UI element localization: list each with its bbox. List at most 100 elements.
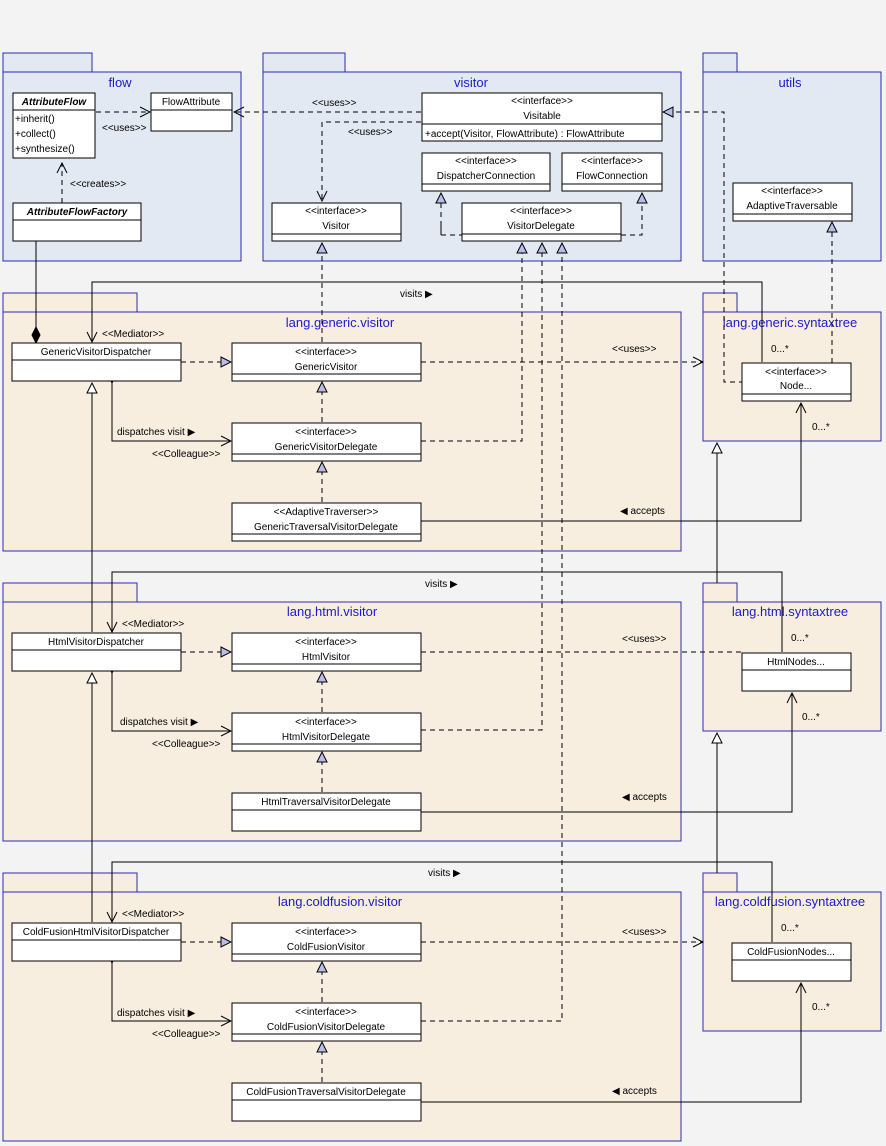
label-dispatches-visit-html: dispatches visit ▶ [120, 717, 199, 728]
visitable-name: Visitable [523, 111, 561, 122]
cf-visitor-stereotype: <<interface>> [295, 927, 357, 938]
flow-connection-name: FlowConnection [576, 171, 648, 182]
label-uses-visitable-visitor: <<uses>> [348, 127, 393, 138]
label-uses-attributeflow: <<uses>> [102, 123, 147, 134]
generic-dispatcher-name: GenericVisitorDispatcher [41, 347, 152, 358]
connector-labels: <<uses>> <<creates>> <<uses>> <<uses>> v… [70, 98, 830, 1097]
class-generic-visitor [231, 342, 422, 382]
package-html-syntaxtree-title: lang.html.syntaxtree [732, 604, 848, 619]
label-mediator-cf: <<Mediator>> [122, 909, 184, 920]
label-multiplicity-generic-accepts: 0...* [812, 422, 830, 433]
class-generic-visitor-dispatcher [11, 342, 182, 382]
generic-traversal-name: GenericTraversalVisitorDelegate [254, 522, 398, 533]
label-multiplicity-generic-visits: 0...* [771, 344, 789, 355]
attribute-flow-name: AttributeFlow [21, 97, 88, 108]
visitor-delegate-stereotype: <<interface>> [510, 206, 572, 217]
label-uses-generic: <<uses>> [612, 344, 657, 355]
visits-html [112, 571, 783, 652]
attribute-flow-op-3: +synthesize() [15, 144, 75, 155]
label-colleague-generic: <<Colleague>> [152, 449, 221, 460]
label-multiplicity-cf-accepts: 0...* [812, 1002, 830, 1013]
node-stereotype: <<interface>> [765, 367, 827, 378]
label-accepts-cf: ◀ accepts [612, 1086, 657, 1097]
label-creates: <<creates>> [70, 179, 126, 190]
attribute-flow-factory-name: AttributeFlowFactory [26, 207, 128, 218]
class-dispatcher-connection [421, 152, 551, 192]
label-uses-html: <<uses>> [622, 634, 667, 645]
class-visitor [271, 202, 402, 242]
label-multiplicity-cf-visits: 0...* [781, 923, 799, 934]
class-text: AttributeFlow +inherit() +collect() +syn… [15, 96, 838, 1098]
visitor-stereotype: <<interface>> [305, 206, 367, 217]
accepts-generic [421, 403, 801, 522]
attribute-flow-op-2: +collect() [15, 129, 56, 140]
visitor-name: Visitor [322, 221, 350, 232]
dispatcher-connection-stereotype: <<interface>> [455, 156, 517, 167]
realize-arrow-htmldelegate-visitordelegate [421, 243, 542, 731]
html-traversal-name: HtmlTraversalVisitorDelegate [261, 797, 391, 808]
accepts-cf [421, 983, 801, 1103]
html-visitor-delegate-stereotype: <<interface>> [295, 717, 357, 728]
label-mediator-html: <<Mediator>> [122, 619, 184, 630]
class-coldfusion-traversal-visitor-delegate [231, 1082, 422, 1122]
adaptive-traversable-name: AdaptiveTraversable [746, 201, 838, 212]
class-coldfusion-nodes [731, 942, 852, 982]
label-accepts-generic: ◀ accepts [620, 506, 665, 517]
uses-arrow-visitable-visitor [322, 121, 421, 201]
html-dispatcher-name: HtmlVisitorDispatcher [48, 637, 145, 648]
generic-visitor-delegate-name: GenericVisitorDelegate [275, 442, 378, 453]
class-boxes [11, 92, 853, 1122]
dispatches-visit-generic [112, 383, 231, 441]
class-visitor-delegate [461, 202, 622, 242]
package-flow-title: flow [108, 75, 132, 90]
cf-nodes-name: ColdFusionNodes... [747, 947, 835, 958]
label-visits-cf: visits ▶ [428, 868, 461, 879]
html-visitor-stereotype: <<interface>> [295, 637, 357, 648]
label-dispatches-visit-cf: dispatches visit ▶ [117, 1008, 196, 1019]
html-visitor-name: HtmlVisitor [302, 652, 351, 663]
realize-arrow-cfdelegate-visitordelegate [421, 243, 562, 1022]
class-flow-attribute [150, 92, 233, 132]
label-visits-html: visits ▶ [425, 579, 458, 590]
label-uses-visitable-flowattribute: <<uses>> [312, 98, 357, 109]
class-flow-connection [561, 152, 663, 192]
class-coldfusion-html-visitor-dispatcher [11, 922, 182, 962]
class-attribute-flow-factory [12, 202, 142, 242]
dispatches-visit-html [112, 673, 231, 731]
class-coldfusion-visitor-delegate [231, 1002, 422, 1042]
class-attribute-flow [12, 92, 96, 159]
class-generic-traversal-visitor-delegate [231, 502, 422, 542]
label-multiplicity-html-visits: 0...* [791, 633, 809, 644]
package-coldfusion-syntaxtree-title: lang.coldfusion.syntaxtree [715, 894, 865, 909]
label-colleague-html: <<Colleague>> [152, 739, 221, 750]
adaptive-traversable-stereotype: <<interface>> [761, 186, 823, 197]
dispatches-visit-cf [112, 963, 231, 1021]
label-uses-cf: <<uses>> [622, 927, 667, 938]
package-coldfusion-visitor-title: lang.coldfusion.visitor [278, 894, 403, 909]
class-html-traversal-visitor-delegate [231, 792, 422, 832]
realize-arrow-flowconnection [621, 193, 642, 236]
class-node [741, 362, 852, 402]
label-accepts-html: ◀ accepts [622, 792, 667, 803]
generic-visitor-stereotype: <<interface>> [295, 347, 357, 358]
class-html-visitor-delegate [231, 712, 422, 752]
cf-visitor-delegate-stereotype: <<interface>> [295, 1007, 357, 1018]
label-colleague-cf: <<Colleague>> [152, 1029, 221, 1040]
visits-cf [112, 861, 773, 942]
visitable-stereotype: <<interface>> [511, 96, 573, 107]
dispatcher-connection-name: DispatcherConnection [437, 171, 535, 182]
cf-visitor-name: ColdFusionVisitor [287, 942, 366, 953]
html-visitor-delegate-name: HtmlVisitorDelegate [282, 732, 371, 743]
generic-visitor-delegate-stereotype: <<interface>> [295, 427, 357, 438]
class-generic-visitor-delegate [231, 422, 422, 462]
label-mediator-generic: <<Mediator>> [102, 329, 164, 340]
package-visitor-title: visitor [454, 75, 489, 90]
class-html-visitor [231, 632, 422, 672]
class-html-nodes [741, 652, 852, 692]
package-html-visitor-title: lang.html.visitor [287, 604, 378, 619]
cf-visitor-delegate-name: ColdFusionVisitorDelegate [267, 1022, 386, 1033]
package-generic-syntaxtree-title: lang.generic.syntaxtree [723, 315, 857, 330]
visitor-delegate-name: VisitorDelegate [507, 221, 575, 232]
flow-attribute-name: FlowAttribute [162, 97, 221, 108]
label-dispatches-visit-generic: dispatches visit ▶ [117, 427, 196, 438]
